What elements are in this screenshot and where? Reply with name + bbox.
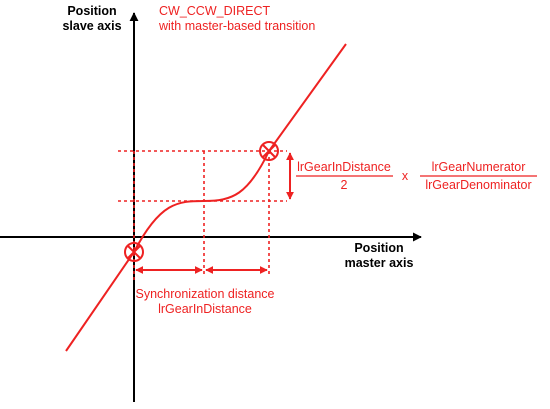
y-axis-label-line1: Position — [67, 4, 117, 18]
guide-lines — [118, 150, 287, 280]
title-line2: with master-based transition — [159, 19, 316, 33]
sync-label-line2: lrGearInDistance — [158, 302, 252, 316]
y-axis-label: Position slave axis — [62, 4, 122, 34]
slave-position-curve — [65, 43, 347, 352]
x-axis-label-line2: master axis — [344, 256, 414, 270]
circle-x-marker — [259, 141, 279, 161]
x-axis-label-line1: Position — [354, 241, 404, 255]
formula-numerator-right: lrGearNumerator — [431, 160, 526, 174]
sync-distance-label: Synchronization distance lrGearInDistanc… — [130, 287, 280, 317]
x-axis-label: Position master axis — [333, 241, 425, 271]
formula-operator: x — [401, 169, 409, 183]
diagram-title: CW_CCW_DIRECT with master-based transiti… — [159, 4, 315, 34]
formula-denominator-right: lrGearDenominator — [425, 178, 532, 192]
circle-x-marker — [124, 242, 144, 262]
formula-denominator-left: 2 — [340, 178, 348, 192]
formula-numerator-left: lrGearInDistance — [297, 160, 391, 174]
sync-label-line1: Synchronization distance — [135, 287, 275, 301]
title-line1: CW_CCW_DIRECT — [159, 4, 271, 18]
y-axis-label-line2: slave axis — [62, 19, 122, 33]
